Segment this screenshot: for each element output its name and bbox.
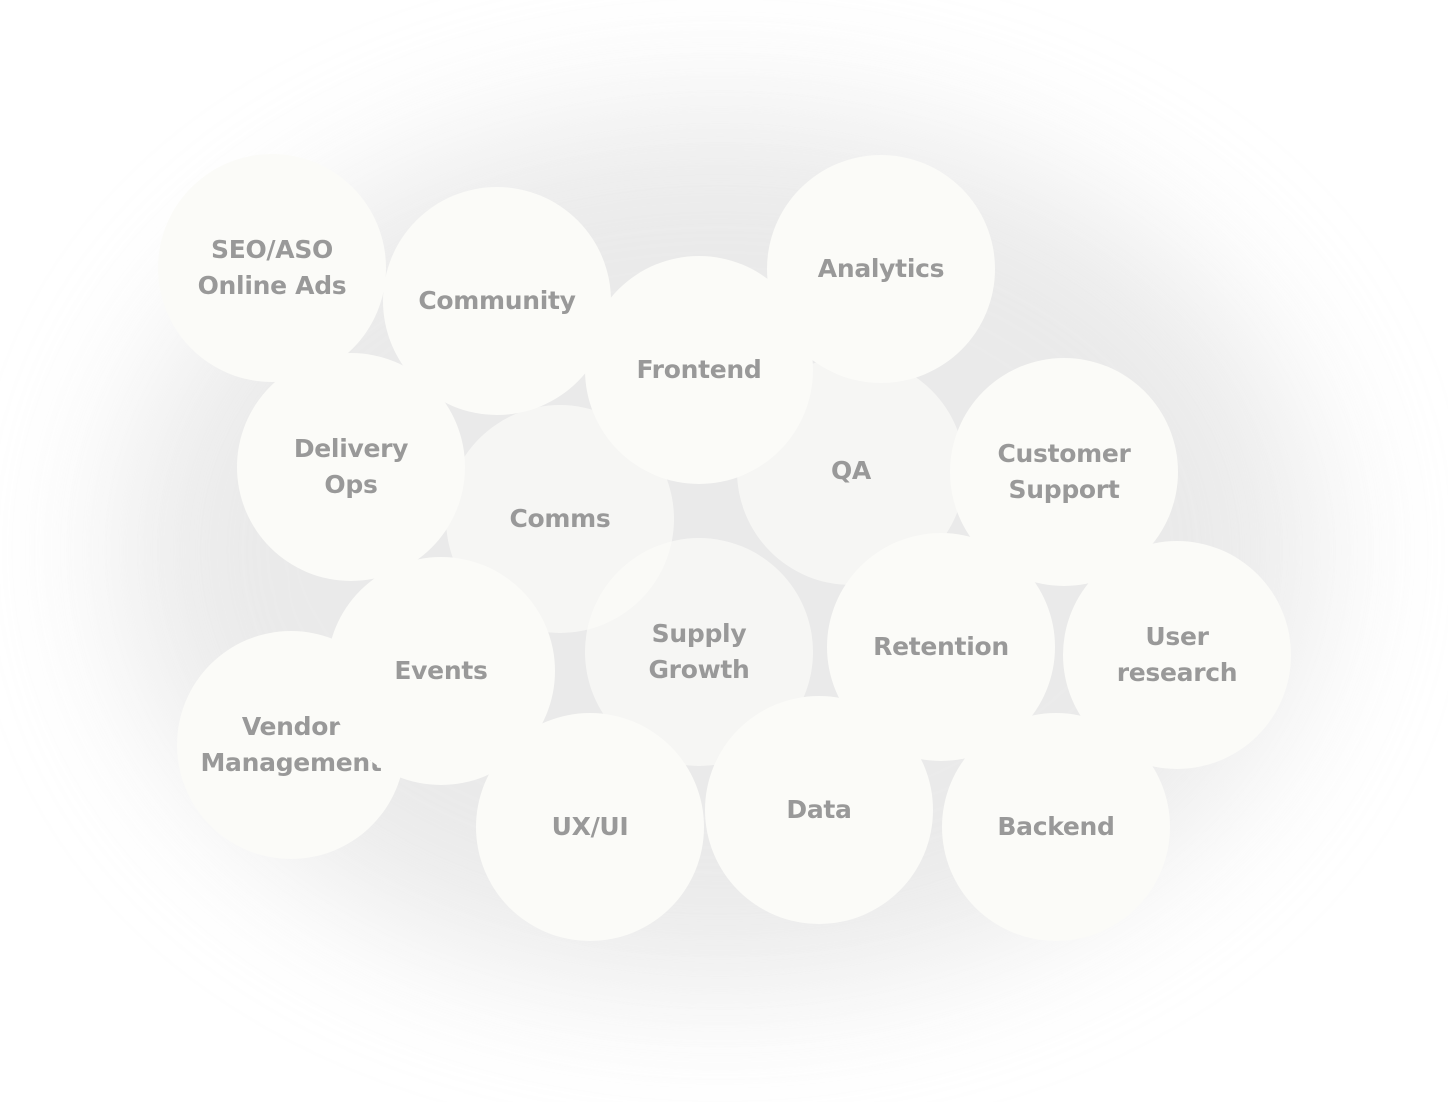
bubble-label-seo-online-ads: SEO/ASO Online Ads	[197, 235, 347, 300]
bubble-delivery-ops: Delivery Ops	[237, 353, 465, 581]
bubble-label-customer-support: Customer Support	[997, 439, 1131, 504]
bubble-label-comms: Comms	[509, 504, 611, 533]
bubble-backend: Backend	[942, 713, 1170, 941]
bubble-user-research: User research	[1063, 541, 1291, 769]
bubble-label-community: Community	[418, 286, 576, 315]
bubble-data: Data	[705, 696, 933, 924]
bubble-label-backend: Backend	[997, 812, 1115, 841]
bubble-label-qa: QA	[830, 456, 871, 485]
bubble-label-data: Data	[786, 795, 852, 824]
bubble-label-frontend: Frontend	[636, 355, 762, 384]
bubble-label-supply-growth: Supply Growth	[648, 619, 750, 684]
bubble-label-ux-ui: UX/UI	[551, 812, 629, 841]
bubble-label-vendor-management: Vendor Management	[200, 712, 382, 777]
bubble-label-user-research: User research	[1116, 622, 1238, 687]
bubble-label-delivery-ops: Delivery Ops	[293, 434, 409, 499]
bubble-frontend: Frontend	[585, 256, 813, 484]
bubble-events: Events	[327, 557, 555, 785]
bubble-label-retention: Retention	[873, 632, 1009, 661]
bubble-label-events: Events	[394, 656, 488, 685]
bubble-label-analytics: Analytics	[817, 254, 945, 283]
bubble-seo-online-ads: SEO/ASO Online Ads	[158, 154, 386, 382]
